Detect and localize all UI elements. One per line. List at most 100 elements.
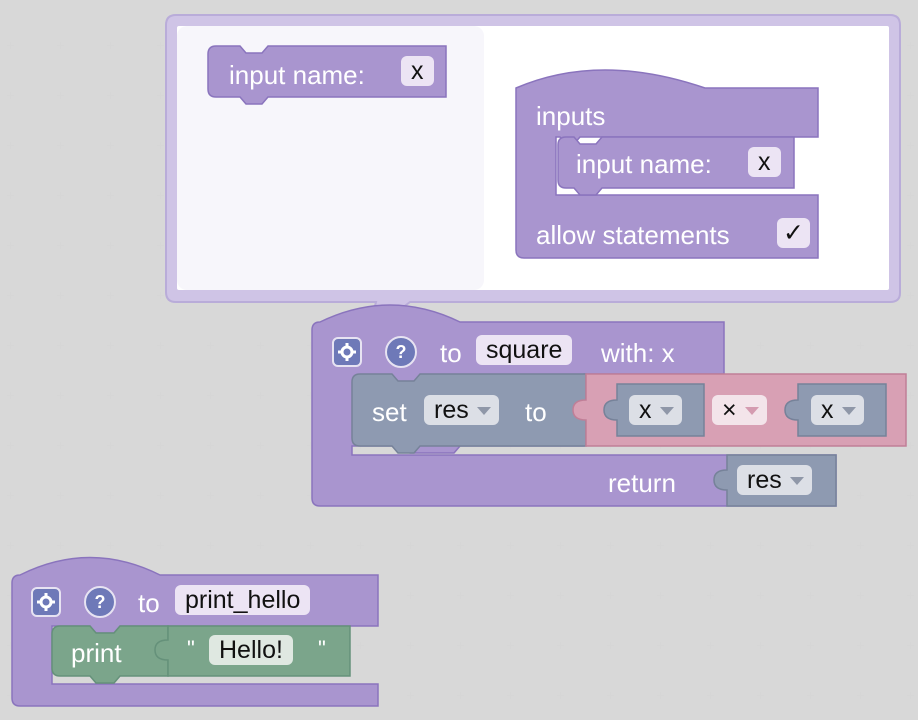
string-value-field[interactable]: Hello! xyxy=(209,635,293,665)
grid-dot xyxy=(757,642,764,649)
grid-dot xyxy=(57,442,64,449)
right-operand-value: x xyxy=(821,396,834,424)
grid-dot xyxy=(857,642,864,649)
grid-dot xyxy=(157,192,164,199)
nested-input-block xyxy=(557,136,795,196)
grid-dot xyxy=(307,392,314,399)
allow-statements-checkbox[interactable]: ✓ xyxy=(777,218,810,248)
grid-dot xyxy=(57,242,64,249)
grid-dot xyxy=(907,392,914,399)
grid-dot xyxy=(757,592,764,599)
grid-dot xyxy=(107,92,114,99)
grid-dot xyxy=(307,442,314,449)
grid-dot xyxy=(407,692,414,699)
grid-dot xyxy=(7,442,14,449)
square-with-label: with: x xyxy=(601,338,675,368)
dropdown-caret-icon xyxy=(789,477,804,486)
grid-dot xyxy=(507,592,514,599)
grid-dot xyxy=(757,542,764,549)
string-open-quote: " xyxy=(187,636,195,661)
checkmark-icon: ✓ xyxy=(783,219,804,247)
grid-dot xyxy=(207,492,214,499)
grid-dot xyxy=(7,192,14,199)
allow-statements-label: allow statements xyxy=(536,220,730,250)
nested-input-label: input name: xyxy=(576,149,712,179)
grid-dot xyxy=(207,392,214,399)
grid-dot xyxy=(807,692,814,699)
grid-dot xyxy=(657,642,664,649)
grid-dot xyxy=(607,642,614,649)
print-label: print xyxy=(71,638,122,668)
grid-dot xyxy=(107,242,114,249)
grid-dot xyxy=(57,192,64,199)
grid-dot xyxy=(757,692,764,699)
grid-dot xyxy=(807,542,814,549)
string-close-quote: " xyxy=(318,636,326,661)
grid-dot xyxy=(607,542,614,549)
help-icon[interactable]: ? xyxy=(84,586,116,618)
square-name-field[interactable]: square xyxy=(476,335,573,365)
grid-dot xyxy=(7,342,14,349)
set-var-dropdown[interactable]: res xyxy=(424,395,499,425)
dropdown-caret-icon xyxy=(476,407,491,416)
grid-dot xyxy=(157,542,164,549)
grid-dot xyxy=(607,692,614,699)
flyout-input-field[interactable]: x xyxy=(401,56,434,86)
dropdown-caret-icon xyxy=(744,407,759,416)
grid-dot xyxy=(7,292,14,299)
grid-dot xyxy=(707,642,714,649)
grid-dot xyxy=(57,492,64,499)
help-icon[interactable]: ? xyxy=(385,336,417,368)
grid-dot xyxy=(7,92,14,99)
grid-dot xyxy=(457,542,464,549)
grid-dot xyxy=(57,392,64,399)
gear-icon[interactable] xyxy=(332,337,362,367)
return-label: return xyxy=(608,468,676,498)
grid-dot xyxy=(457,592,464,599)
left-operand-value: x xyxy=(639,396,652,424)
grid-dot xyxy=(707,592,714,599)
grid-dot xyxy=(107,42,114,49)
grid-dot xyxy=(857,542,864,549)
grid-dot xyxy=(107,192,114,199)
grid-dot xyxy=(107,142,114,149)
square-to-label: to xyxy=(440,338,462,368)
dropdown-caret-icon xyxy=(841,407,856,416)
grid-dot xyxy=(357,542,364,549)
grid-dot xyxy=(607,592,614,599)
grid-dot xyxy=(907,242,914,249)
grid-dot xyxy=(907,592,914,599)
grid-dot xyxy=(57,142,64,149)
grid-dot xyxy=(157,142,164,149)
grid-dot xyxy=(907,342,914,349)
grid-dot xyxy=(807,592,814,599)
operator-dropdown[interactable]: × xyxy=(712,395,767,425)
grid-dot xyxy=(7,542,14,549)
nested-input-field[interactable]: x xyxy=(748,147,781,177)
left-operand-dropdown[interactable]: x xyxy=(629,395,682,425)
right-operand-dropdown[interactable]: x xyxy=(811,395,864,425)
grid-dot xyxy=(507,542,514,549)
grid-dot xyxy=(357,642,364,649)
grid-dot xyxy=(7,642,14,649)
gear-icon[interactable] xyxy=(31,587,61,617)
grid-dot xyxy=(507,692,514,699)
grid-dot xyxy=(907,692,914,699)
grid-dot xyxy=(907,492,914,499)
grid-dot xyxy=(207,442,214,449)
grid-dot xyxy=(557,642,564,649)
grid-dot xyxy=(857,342,864,349)
grid-dot xyxy=(157,242,164,249)
hello-name-field[interactable]: print_hello xyxy=(175,585,311,615)
grid-dot xyxy=(907,142,914,149)
return-var-dropdown[interactable]: res xyxy=(737,465,812,495)
grid-dot xyxy=(107,492,114,499)
grid-dot xyxy=(707,692,714,699)
grid-dot xyxy=(7,392,14,399)
grid-dot xyxy=(257,392,264,399)
grid-dot xyxy=(7,142,14,149)
grid-dot xyxy=(307,542,314,549)
grid-dot xyxy=(557,592,564,599)
grid-dot xyxy=(57,342,64,349)
